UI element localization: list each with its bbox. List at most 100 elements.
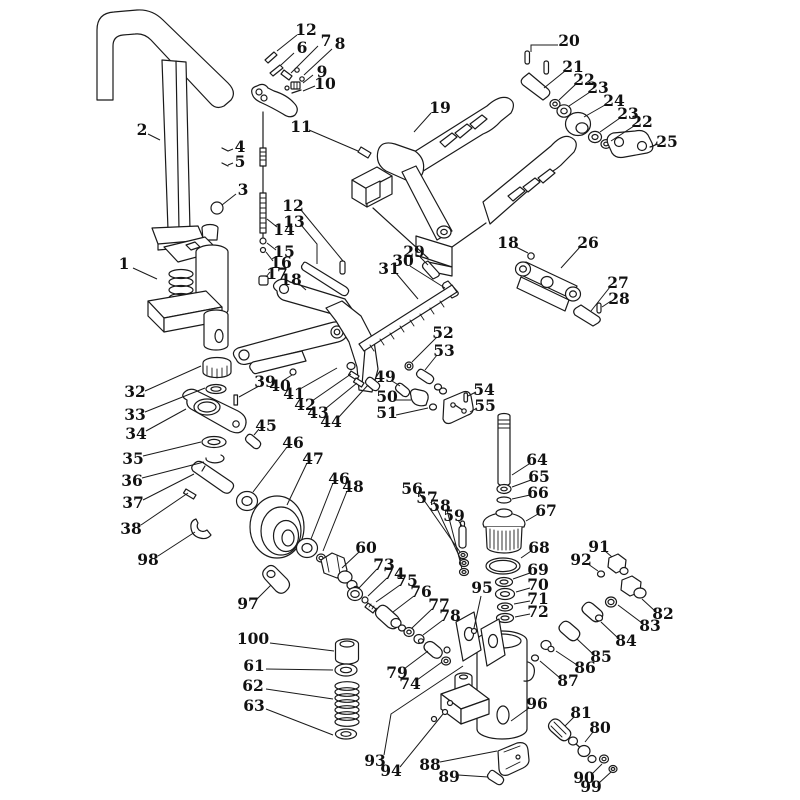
part-6-12-pins xyxy=(264,51,305,94)
svg-text:43: 43 xyxy=(307,403,329,422)
svg-text:83: 83 xyxy=(639,616,661,635)
svg-text:99: 99 xyxy=(580,777,602,796)
part-label-36: 36 xyxy=(121,461,205,490)
svg-text:56: 56 xyxy=(401,479,423,498)
svg-text:20: 20 xyxy=(558,31,580,50)
svg-text:88: 88 xyxy=(419,755,441,774)
svg-text:33: 33 xyxy=(124,405,146,424)
part-label-28: 28 xyxy=(601,289,630,308)
svg-text:46: 46 xyxy=(282,433,304,452)
part-label-96: 96 xyxy=(510,694,548,722)
part-label-21: 21 xyxy=(543,57,584,89)
svg-text:7: 7 xyxy=(321,31,332,50)
part-label-99: 99 xyxy=(580,771,612,796)
part-label-4: 4 xyxy=(227,137,246,156)
svg-text:45: 45 xyxy=(255,416,277,435)
part-label-63: 63 xyxy=(243,696,334,736)
svg-text:42: 42 xyxy=(294,395,316,414)
part-label-30: 30 xyxy=(392,251,446,289)
part-11-release-lever xyxy=(251,83,372,159)
part-49-55-safety-set xyxy=(394,361,474,425)
svg-text:84: 84 xyxy=(615,631,637,650)
part-label-15: 15 xyxy=(266,242,295,261)
part-label-77: 77 xyxy=(411,595,450,629)
part-label-5: 5 xyxy=(227,152,245,171)
part-label-60: 60 xyxy=(341,538,377,569)
svg-text:29: 29 xyxy=(403,242,425,261)
part-label-93: 93 xyxy=(364,665,464,770)
svg-text:16: 16 xyxy=(270,253,292,272)
svg-text:12: 12 xyxy=(295,20,317,39)
svg-text:26: 26 xyxy=(577,233,599,252)
svg-text:54: 54 xyxy=(473,380,495,399)
svg-text:52: 52 xyxy=(432,323,454,342)
part-label-78: 78 xyxy=(422,606,461,636)
svg-text:51: 51 xyxy=(376,403,398,422)
part-label-69: 69 xyxy=(512,560,549,580)
part-label-18: 18 xyxy=(280,270,307,291)
part-label-24: 24 xyxy=(583,91,625,118)
part-label-72: 72 xyxy=(514,602,549,621)
part-label-11: 11 xyxy=(290,117,359,152)
part-label-97: 97 xyxy=(237,584,272,613)
svg-text:70: 70 xyxy=(527,575,549,594)
svg-text:25: 25 xyxy=(656,132,678,151)
part-label-74: 74 xyxy=(399,661,443,693)
part-label-84: 84 xyxy=(600,621,637,650)
part-56-59-pin-set xyxy=(457,520,470,577)
part-29-31-pushrod xyxy=(358,260,459,352)
part-26-28-link xyxy=(514,252,602,327)
part-yoke-fork xyxy=(272,278,379,393)
svg-text:91: 91 xyxy=(588,537,610,556)
part-label-49: 49 xyxy=(374,367,401,387)
part-label-13: 13 xyxy=(283,212,318,264)
part-label-86: 86 xyxy=(555,650,596,677)
part-label-90: 90 xyxy=(573,763,603,787)
svg-text:78: 78 xyxy=(439,606,461,625)
part-label-73: 73 xyxy=(358,555,395,589)
part-label-89: 89 xyxy=(438,767,489,786)
svg-text:23: 23 xyxy=(587,78,609,97)
svg-text:68: 68 xyxy=(528,538,550,557)
part-label-76: 76 xyxy=(392,582,432,613)
svg-text:82: 82 xyxy=(652,604,674,623)
part-20-25-roller-set xyxy=(520,50,658,159)
svg-text:60: 60 xyxy=(355,538,377,557)
part-bellcrank-lever xyxy=(232,321,348,375)
part-label-18: 18 xyxy=(497,233,529,254)
part-label-22: 22 xyxy=(558,70,595,101)
svg-text:3: 3 xyxy=(238,180,249,199)
svg-text:47: 47 xyxy=(302,449,324,468)
svg-text:53: 53 xyxy=(433,341,455,360)
part-label-41: 41 xyxy=(283,367,338,403)
svg-text:62: 62 xyxy=(242,676,264,695)
svg-text:87: 87 xyxy=(557,671,579,690)
part-label-50: 50 xyxy=(376,387,411,406)
part-label-52: 52 xyxy=(411,323,454,363)
svg-text:9: 9 xyxy=(317,62,328,81)
svg-text:65: 65 xyxy=(528,467,550,486)
part-label-54: 54 xyxy=(467,380,495,399)
svg-text:81: 81 xyxy=(570,703,592,722)
part-label-14: 14 xyxy=(266,218,295,239)
part-2-handle xyxy=(96,9,234,251)
part-label-46: 46 xyxy=(310,469,350,540)
part-label-34: 34 xyxy=(125,408,187,443)
part-label-85: 85 xyxy=(576,638,612,666)
part-label-83: 83 xyxy=(617,604,661,635)
part-label-27: 27 xyxy=(590,273,629,312)
part-label-70: 70 xyxy=(515,575,549,594)
svg-text:73: 73 xyxy=(373,555,395,574)
svg-text:22: 22 xyxy=(573,70,595,89)
part-80-92-fittings xyxy=(530,553,647,774)
part-47-steer-wheel xyxy=(235,433,327,594)
part-19-fork-frame xyxy=(351,96,577,277)
part-label-100: 100 xyxy=(237,629,335,652)
part-label-94: 94 xyxy=(380,713,444,780)
svg-text:31: 31 xyxy=(378,259,400,278)
part-label-95: 95 xyxy=(471,578,493,629)
part-32-38-steering-stack xyxy=(182,356,247,540)
part-label-2: 2 xyxy=(137,120,161,141)
part-label-62: 62 xyxy=(242,676,334,700)
svg-text:6: 6 xyxy=(297,38,308,57)
